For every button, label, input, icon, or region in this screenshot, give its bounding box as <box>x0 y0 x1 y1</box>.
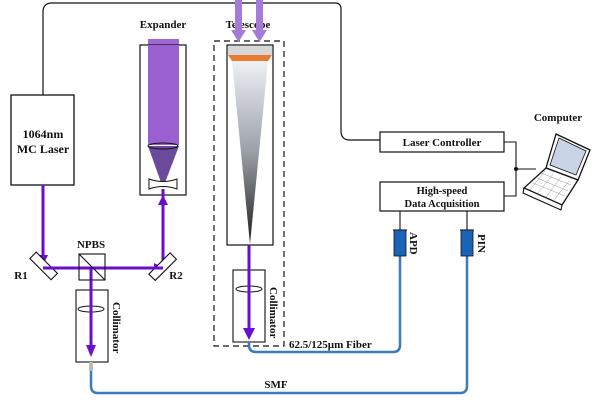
npbs: NPBS <box>77 239 106 281</box>
smf-label: SMF <box>264 379 288 391</box>
pin-detector: PIN <box>460 211 487 257</box>
expander-label: Expander <box>140 19 187 31</box>
control-wire <box>42 2 380 141</box>
multimode-fiber <box>247 256 402 354</box>
laser-label-1: 1064nm <box>23 127 64 141</box>
laser-controller-label: Laser Controller <box>403 137 482 149</box>
apd-detector: APD <box>393 211 419 257</box>
fiber-label: 62.5/125µm Fiber <box>289 339 372 351</box>
telescope-collimator: Collimator <box>232 245 279 343</box>
r1-label: R1 <box>14 270 27 282</box>
left-collimator: Collimator <box>75 280 122 371</box>
apd-label: APD <box>407 232 419 255</box>
computer-wires <box>504 141 536 197</box>
smf-fiber <box>89 256 469 395</box>
laser-controller: Laser Controller <box>379 131 505 153</box>
mc-laser: 1064nm MC Laser <box>10 94 75 186</box>
laser-label-2: MC Laser <box>17 142 70 156</box>
incoming-light-arrows <box>231 0 267 42</box>
mirror-r1: R1 <box>14 251 59 282</box>
computer-label: Computer <box>534 112 582 124</box>
laptop-icon: Computer <box>522 112 591 211</box>
telescope <box>226 44 274 246</box>
daq-label-1: High-speed <box>417 186 468 197</box>
telescope-label: Telescope <box>226 19 271 31</box>
collimator-right-label: Collimator <box>267 287 279 338</box>
data-acquisition: High-speed <box>379 181 505 212</box>
daq-label-2: Data Acquisition <box>405 199 480 210</box>
npbs-label: NPBS <box>77 239 105 251</box>
pin-label: PIN <box>475 234 487 253</box>
r2-label: R2 <box>169 270 183 282</box>
collimator-left-label: Collimator <box>110 302 122 353</box>
beam-expander: Expander <box>139 19 187 196</box>
